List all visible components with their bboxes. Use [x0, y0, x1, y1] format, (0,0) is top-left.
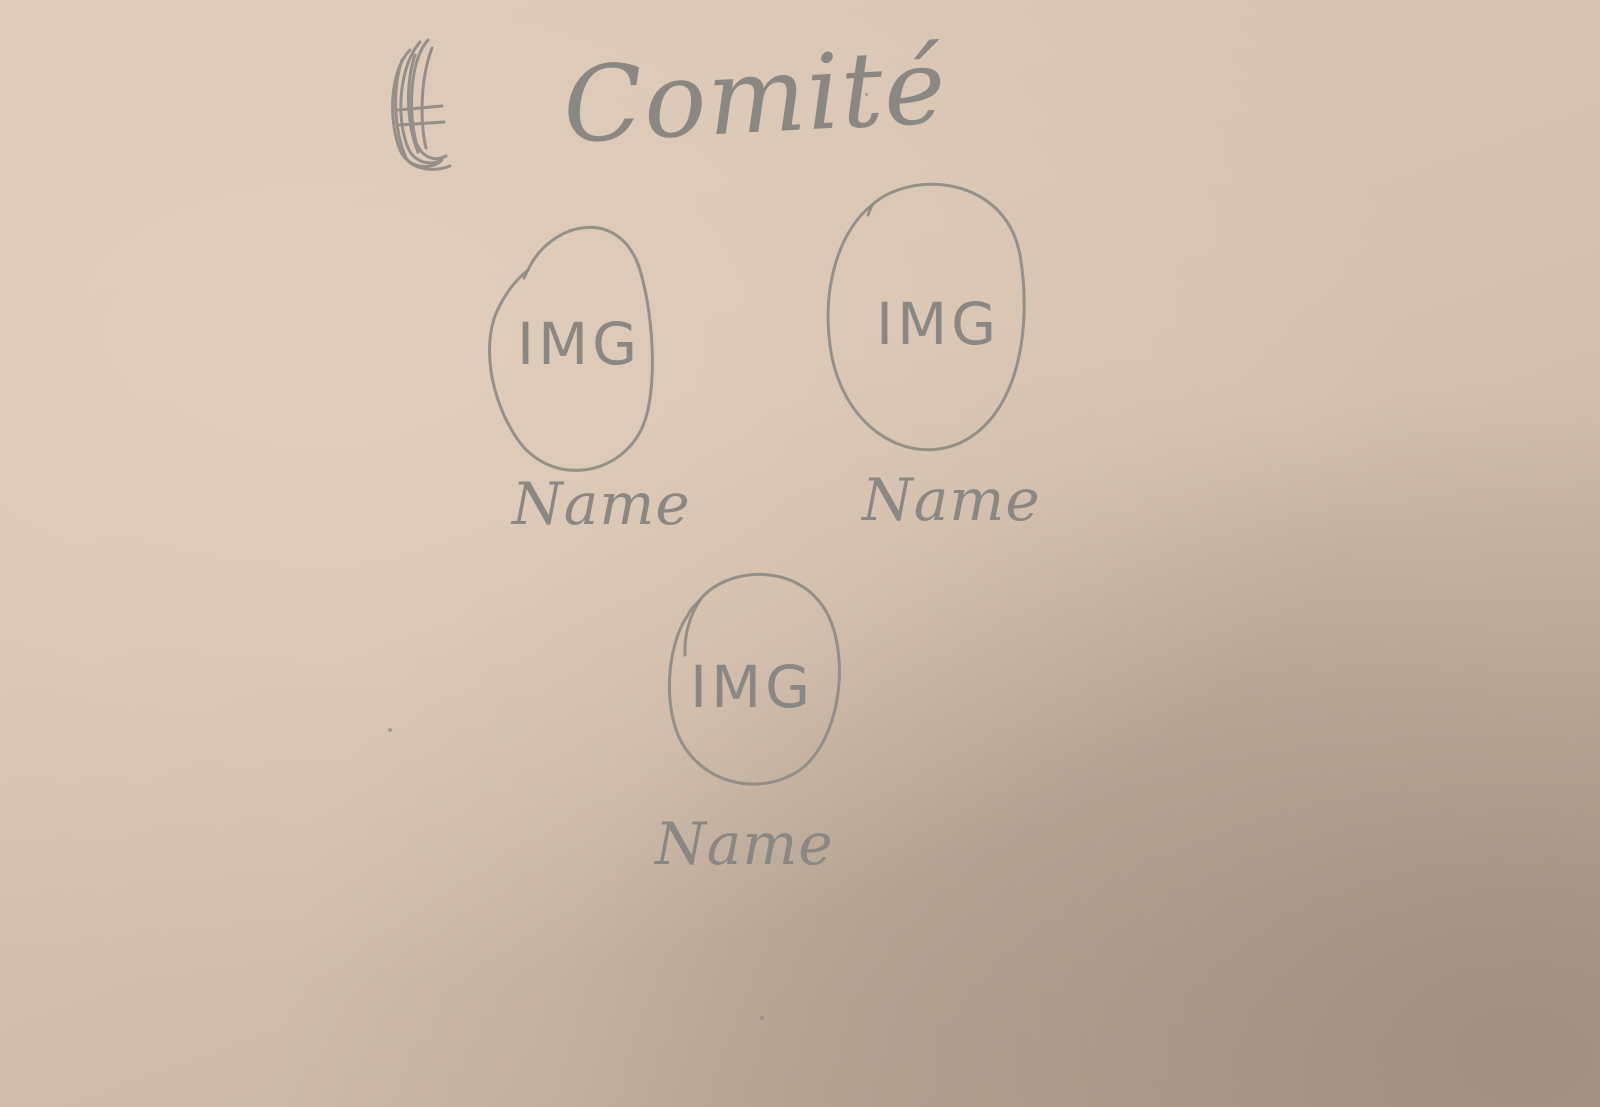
section-title: Comité: [560, 24, 950, 167]
pencil-speck: [388, 728, 392, 732]
image-placeholder-label: IMG: [517, 310, 642, 378]
pencil-speck: [760, 1016, 764, 1020]
image-placeholder-label: IMG: [690, 653, 815, 721]
member-name: Name: [862, 466, 1041, 534]
image-placeholder-label: IMG: [876, 290, 1001, 358]
profile-image-placeholder: [488, 226, 654, 472]
scribble-bullet-icon: [391, 38, 452, 171]
profile-image-placeholder: [667, 573, 841, 786]
member-name: Name: [655, 810, 834, 878]
profile-image-placeholder: [826, 182, 1026, 452]
pencil-speck: [865, 93, 868, 96]
member-name: Name: [512, 470, 691, 538]
